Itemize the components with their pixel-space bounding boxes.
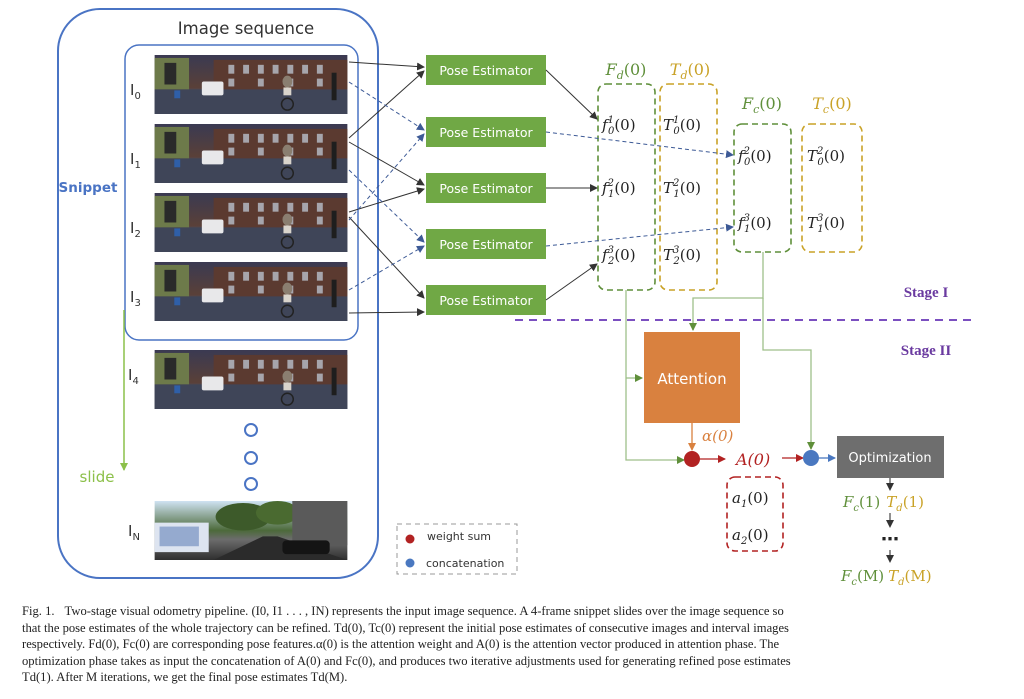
td-title: Td(0) bbox=[670, 60, 710, 82]
svg-text:Pose Estimator: Pose Estimator bbox=[439, 181, 533, 196]
svg-text:Pose Estimator: Pose Estimator bbox=[439, 125, 533, 140]
weight-sum-legend-icon bbox=[405, 534, 415, 544]
frame-label: I1 bbox=[130, 150, 141, 171]
optimization-label: Optimization bbox=[848, 451, 931, 466]
frame-label: I0 bbox=[130, 81, 141, 102]
frame-image bbox=[154, 501, 348, 560]
pipeline-figure: Image sequence Snippet I0 I1 I2 I3 I4 IN… bbox=[57, 8, 975, 588]
frame-label: I2 bbox=[130, 219, 141, 240]
fd-dashed-box bbox=[597, 83, 656, 291]
legend-label: weight sum bbox=[427, 530, 491, 543]
feature-arrows bbox=[545, 69, 734, 301]
caption-label: Fig. 1. bbox=[22, 604, 55, 618]
a-dashed-box bbox=[726, 476, 784, 552]
optimization-box bbox=[837, 436, 944, 478]
figure-caption: Fig. 1.Two-stage visual odometry pipelin… bbox=[22, 603, 1012, 686]
legend: weight sum concatenation bbox=[396, 523, 518, 575]
concatenation-node bbox=[803, 450, 819, 466]
fd-title: Fd(0) bbox=[605, 60, 647, 82]
frame-1: I1 bbox=[130, 124, 349, 183]
a-item: a2(0) bbox=[732, 526, 769, 547]
frame-label: I3 bbox=[130, 288, 141, 309]
frame-4: I4 bbox=[128, 350, 349, 409]
tc-dashed-box bbox=[801, 123, 863, 253]
fc-dashed-box bbox=[733, 123, 792, 253]
iteration-ellipsis: ⋯ bbox=[881, 529, 899, 550]
pose-estimator-box bbox=[426, 55, 546, 85]
ellipsis-dot-icon bbox=[244, 423, 258, 437]
output-iter-m: Fc(M)Td(M) bbox=[840, 567, 932, 588]
attention-box bbox=[644, 332, 740, 423]
frame-image bbox=[153, 55, 349, 114]
frame-image bbox=[153, 124, 349, 183]
pose-estimator-box bbox=[426, 285, 546, 315]
svg-text:Pose Estimator: Pose Estimator bbox=[439, 237, 533, 252]
weight-sum-node bbox=[684, 451, 700, 467]
pose-estimator-3: Pose Estimator bbox=[426, 229, 546, 259]
caption-line: respectively. Fd(0), Fc(0) are correspon… bbox=[22, 637, 780, 652]
svg-text:Pose Estimator: Pose Estimator bbox=[439, 293, 533, 308]
frame-label: I4 bbox=[128, 366, 139, 387]
frame-image bbox=[153, 262, 349, 321]
legend-box bbox=[396, 523, 518, 575]
attention-label: Attention bbox=[657, 370, 726, 388]
stage-2-label: Stage II bbox=[901, 343, 952, 359]
ellipsis-dot-icon bbox=[244, 477, 258, 491]
A-label: A(0) bbox=[734, 450, 770, 469]
frame-2: I2 bbox=[130, 193, 349, 252]
input-arrows bbox=[348, 61, 425, 317]
pose-estimator-4: Pose Estimator bbox=[426, 285, 546, 315]
frame-n: IN bbox=[128, 501, 348, 560]
pose-estimator-box bbox=[426, 173, 546, 203]
image-sequence-title: Image sequence bbox=[178, 19, 314, 38]
frame-label: IN bbox=[128, 522, 140, 543]
tc-title: Tc(0) bbox=[812, 94, 852, 116]
caption-line: Fig. 1.Two-stage visual odometry pipelin… bbox=[22, 604, 784, 618]
snippet-box bbox=[124, 44, 359, 341]
output-iter-1: Fc(1)Td(1) bbox=[842, 493, 924, 514]
snippet-label: Snippet bbox=[59, 180, 118, 196]
frame-image bbox=[153, 193, 349, 252]
pose-estimator-1: Pose Estimator bbox=[426, 117, 546, 147]
connector-lines bbox=[625, 252, 815, 464]
pose-estimator-2: Pose Estimator bbox=[426, 173, 546, 203]
a-item: a1(0) bbox=[732, 489, 769, 510]
caption-line: Td(1). After M iterations, we get the fi… bbox=[22, 670, 348, 685]
pose-estimator-box bbox=[426, 229, 546, 259]
td-dashed-box bbox=[659, 83, 718, 291]
caption-line: optimization phase takes as input the co… bbox=[22, 653, 791, 668]
svg-text:Pose Estimator: Pose Estimator bbox=[439, 63, 533, 78]
pose-estimator-box bbox=[426, 117, 546, 147]
ellipsis-dot-icon bbox=[244, 451, 258, 465]
caption-line: that the pose estimates of the whole tra… bbox=[22, 620, 789, 635]
slide-label: slide bbox=[80, 468, 115, 486]
frame-image bbox=[153, 350, 349, 409]
frame-0: I0 bbox=[130, 55, 349, 114]
legend-label: concatenation bbox=[426, 557, 504, 570]
alpha-label: α(0) bbox=[702, 427, 734, 445]
pose-estimator-0: Pose Estimator bbox=[426, 55, 546, 85]
concatenation-legend-icon bbox=[405, 558, 415, 568]
image-sequence-box bbox=[57, 8, 379, 579]
stage-1-label: Stage I bbox=[904, 285, 949, 301]
fc-title: Fc(0) bbox=[741, 94, 782, 116]
frame-3: I3 bbox=[130, 262, 349, 321]
